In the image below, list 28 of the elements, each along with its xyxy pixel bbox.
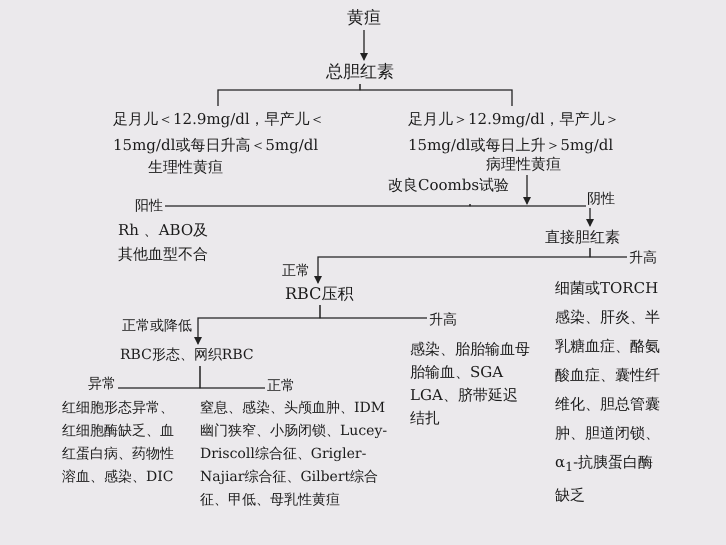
arrow [194,305,321,345]
edge-label: 阴性 [586,190,616,208]
connector-line [165,204,471,207]
flowchart-text: 直接胆红素 [545,226,620,248]
flowchart-text: 总胆红素 [326,60,394,84]
flowchart-text: 升高 [629,247,657,269]
flowchart-text: 感染、胎胎输血母胎输血、SGA LGA、脐带延迟结扎 [410,338,532,430]
flowchart-text: Rh 、ABO及其他血型不合 [118,218,210,266]
flowchart-text: 生理性黄疸 [148,155,223,179]
flowchart-text: 黄疸 [347,6,381,30]
flowchart-text: 足月儿＜12.9mg/dl，早产儿＜15mg/dl或每日升高＜5mg/dl [113,106,358,158]
flowchart-text: 改良Coombs试验 [388,174,534,204]
flowchart-text: 红细胞形态异常、红细胞酶缺乏、血红蛋白病、药物性溶血、感染、DIC [62,397,182,489]
arrow [523,175,531,205]
flowchart-text: 升高 [429,309,457,331]
edge-label: 正常或降低 [121,317,193,335]
arrow [360,30,368,61]
flowchart-text: 正常 [267,375,295,397]
arrow [314,248,591,284]
flowchart-text: 窒息、感染、头颅血肿、IDM幽门狭窄、小肠闭锁、Lucey-Driscoll综合征、Grigler-Najiar综合征、Gilbert综合征、甲低、母乳性黄疸 [200,397,392,512]
flowchart-text: 细菌或TORCH感染、肝炎、半乳糖血症、酪氨酸血症、囊性纤维化、胆总管囊肿、胆道闭锁、α$_{1}$-抗胰蛋白酶缺乏 [555,274,667,510]
flowchart-text: 阳性 [135,195,163,217]
connector-line [359,84,513,106]
flowchart-text: RBC形态、网织RBC [120,344,254,366]
connector-line [199,366,265,389]
arrow [469,204,594,227]
flowchart-text: 异常 [88,373,116,395]
flowchart-text: RBC压积 [285,283,354,305]
